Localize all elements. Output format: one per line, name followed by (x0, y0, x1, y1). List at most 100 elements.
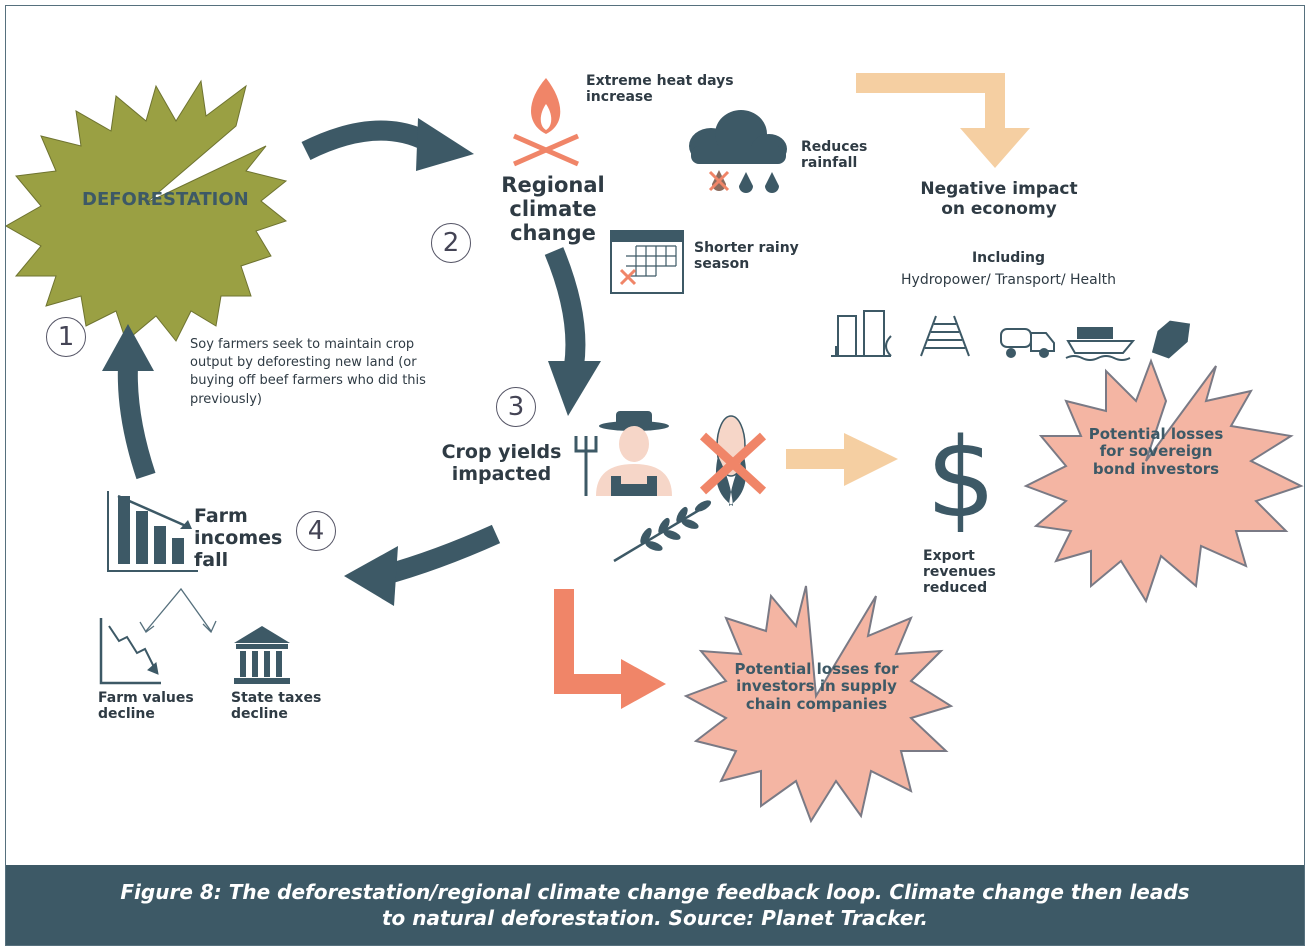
economy-arrow-drop (985, 73, 1005, 129)
negative-impact-label: Negative impact on economy (920, 179, 1078, 219)
calendar-grid (626, 245, 677, 277)
railway-icon (920, 315, 970, 357)
ship-hull (1066, 340, 1136, 354)
diagram-canvas: $ (6, 73, 1304, 824)
dam-tower-1 (837, 315, 857, 357)
railway-rails (920, 315, 970, 357)
wheat-icon (613, 500, 712, 563)
farmer-hat-crown (616, 411, 652, 427)
truck-wheel-1 (1006, 348, 1016, 358)
bank-column-3 (264, 651, 270, 677)
bank-icon (234, 626, 290, 684)
shorter-rainy-season-label: Shorter rainy season (694, 240, 799, 273)
dam-icon (831, 310, 892, 357)
raindrop-cross-2 (708, 170, 730, 192)
arrowhead-4 (102, 324, 154, 371)
corn-icon (699, 415, 767, 506)
soy-farmers-note: Soy farmers seek to maintain crop output… (190, 337, 426, 407)
supply-chain-arrow-shaft (554, 674, 624, 694)
corn-cross-2 (699, 432, 767, 495)
ship-icon (1065, 327, 1136, 361)
wheat-grain-4 (645, 541, 663, 551)
supply-chain-losses-label: Potential losses for investors in supply… (734, 660, 899, 713)
wheat-grain-2 (658, 517, 670, 535)
cloud-base (691, 146, 786, 164)
raindrop-2 (739, 172, 753, 193)
wheat-grain-6 (681, 519, 699, 529)
farm-incomes-label: Farm incomes fall (194, 505, 283, 571)
farmer-overalls (611, 476, 657, 496)
bank-column-4 (276, 651, 282, 677)
state-taxes-label: State taxes decline (231, 690, 322, 723)
sovereign-burst (1023, 358, 1304, 604)
calendar-header (610, 230, 684, 242)
arrowhead-2 (548, 361, 601, 416)
arrow-climate-to-crops (544, 247, 586, 368)
economy-arrow (856, 73, 1030, 168)
extreme-heat-label: Extreme heat days increase (586, 73, 734, 106)
bank-entablature (236, 644, 288, 649)
bar-2 (136, 511, 148, 564)
figure-caption-bar: Figure 8: The deforestation/regional cli… (6, 865, 1304, 945)
bank-column-1 (240, 651, 246, 677)
arrowhead-1 (416, 118, 474, 171)
wheat-grain-3 (676, 506, 688, 524)
raindrop-3 (765, 172, 779, 193)
supply-chain-arrow (554, 589, 666, 709)
step-2-badge: 2 (431, 223, 471, 263)
arrow-incomes-to-deforestation (117, 365, 156, 480)
arrow-crops-to-incomes (378, 524, 501, 586)
bar-chart-trend (117, 494, 187, 528)
ship-wave (1065, 355, 1131, 361)
export-revenues-label: Export revenues reduced (923, 548, 996, 597)
line-chart-down-icon (99, 618, 161, 685)
farm-values-label: Farm values decline (98, 690, 194, 723)
arrow-deforestation-to-climate (301, 120, 431, 160)
economy-arrow-top (856, 73, 1001, 93)
wheat-grain-7 (694, 500, 712, 512)
bar-chart-trend-head (180, 520, 192, 529)
coffin-icon (1151, 320, 1191, 359)
split-arrow (139, 587, 217, 634)
bar-chart-down-icon (107, 491, 198, 572)
step-3-badge: 3 (496, 387, 536, 427)
bank-base (234, 678, 290, 684)
loop-arrowheads (102, 118, 601, 606)
deforestation-burst (6, 79, 288, 342)
truck-cab (1030, 332, 1055, 352)
farmer-face (619, 426, 649, 462)
wheat-grain-1 (640, 527, 652, 545)
economy-arrow-head (960, 128, 1030, 168)
line-chart-trend-head (147, 662, 159, 675)
bar-4 (172, 538, 184, 564)
including-title: Including (971, 250, 1046, 266)
rain-cloud-icon (689, 110, 787, 193)
regional-climate-label: Regional climate change (501, 173, 605, 246)
reduces-rainfall-label: Reduces rainfall (801, 139, 868, 172)
calendar-icon (610, 230, 684, 294)
sovereign-losses-label: Potential losses for sovereign bond inve… (1088, 425, 1224, 478)
line-chart-trend (108, 625, 156, 670)
bank-roof (234, 626, 290, 643)
arrowhead-3 (344, 546, 398, 606)
farmer-icon (574, 411, 672, 496)
fire-icon (512, 78, 580, 167)
truck-icon (1000, 328, 1055, 358)
figure-caption: Figure 8: The deforestation/regional cli… (120, 880, 1190, 930)
step-4-badge: 4 (296, 511, 336, 551)
truck-tank (1000, 328, 1032, 348)
wheat-grain-5 (663, 530, 681, 540)
ship-containers (1077, 327, 1113, 339)
truck-wheel-2 (1039, 348, 1049, 358)
bar-3 (154, 526, 166, 564)
dam-water (831, 335, 892, 357)
dam-tower-2 (863, 310, 885, 357)
crop-yields-label: Crop yields impacted (441, 441, 562, 485)
coffin-body (1151, 320, 1191, 359)
including-sectors: Hydropower/ Transport/ Health (901, 272, 1116, 288)
bar-chart-axes (107, 491, 198, 572)
line-chart-axes (99, 618, 161, 685)
export-arrow (786, 433, 898, 486)
railway-sleepers (925, 323, 965, 349)
dollar-icon: $ (926, 414, 996, 542)
